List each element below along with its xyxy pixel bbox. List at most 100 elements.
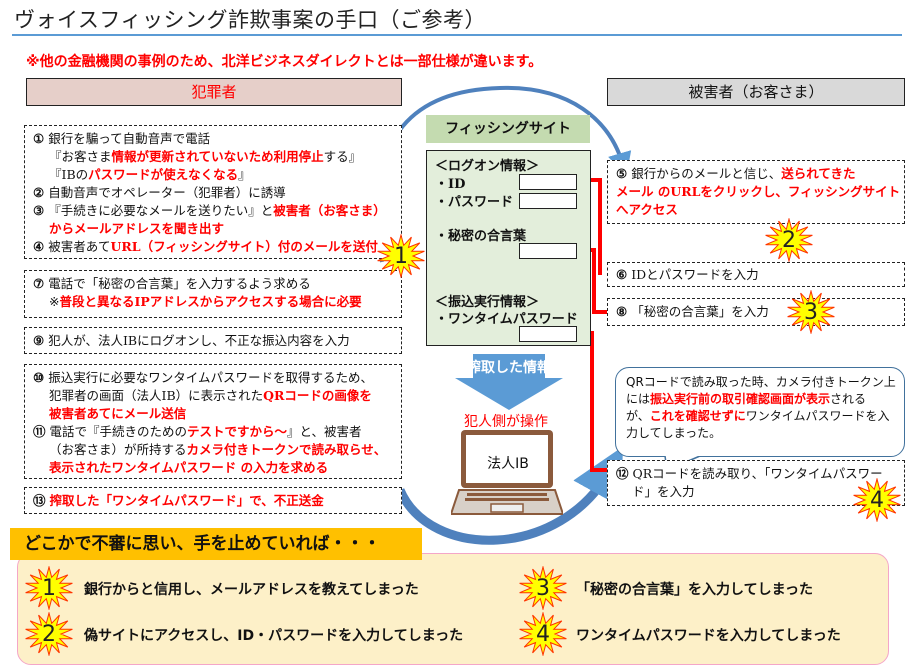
summary-item-4: ワンタイムパスワードを入力してしまった — [576, 628, 841, 644]
burst-icon — [853, 477, 901, 523]
otp-input[interactable] — [519, 326, 577, 342]
step-number: ⑨ — [33, 333, 45, 348]
summary-burst-4: 4 — [518, 611, 568, 657]
callout-text-a: QRコードで読み取った時、カメラ付きトークン上 — [626, 375, 896, 389]
step-5-text-a: 銀行からのメールと信じ、 — [631, 166, 782, 181]
burst-shape — [25, 565, 73, 611]
phishing-site-form: ＜ログオン情報＞ ・ID ・パスワード ・秘密の合言葉 ＜振込実行情報＞ ・ワン… — [426, 150, 591, 346]
step-number: ① — [33, 131, 45, 146]
password-label: ・パスワード — [435, 195, 514, 210]
notice-text: ※他の金融機関の事例のため、北洋ビジネスダイレクトとは一部仕様が違います。 — [26, 54, 543, 70]
step-9-text: 犯人が、法人IBにログオンし、不正な振込内容を入力 — [48, 333, 350, 348]
burst-number: 1 — [42, 575, 56, 601]
burst-number: 1 — [394, 243, 408, 269]
step-number: ⑪ — [33, 424, 46, 439]
burst-number: 4 — [870, 487, 884, 513]
operated-by-label: 犯人側が操作 — [464, 414, 548, 430]
logon-section-label: ＜ログオン情報＞ — [435, 159, 540, 174]
step-10-text-c: QRコードの画像を — [263, 388, 372, 403]
burst-icon — [377, 233, 425, 279]
step-number: ⑬ — [33, 493, 46, 508]
callout-text-c: 振込実行前の取引確認画面が表示 — [650, 392, 831, 406]
step-10-text-b: 犯罪者の画面（法人IB）に表示された — [49, 388, 264, 403]
burst-marker-4: 4 — [852, 477, 902, 523]
burst-number: 4 — [536, 621, 550, 647]
step-10-text-d: 被害者あてにメール送信 — [49, 406, 187, 421]
burst-shape — [765, 217, 813, 263]
id-input[interactable] — [519, 174, 577, 190]
step-11-text-c: 』と、被害者 — [287, 424, 362, 439]
step-11-text-d: （お客さま）が所持する — [49, 442, 187, 457]
burst-icon — [519, 565, 567, 611]
callout-text-e: が、 — [626, 409, 650, 423]
step-3-text-c: からメールアドレスを聞き出す — [49, 221, 225, 236]
summary-burst-2: 2 — [24, 611, 74, 657]
callout-text-b: には — [626, 392, 651, 406]
id-label: ・ID — [435, 177, 466, 192]
secret-phrase-input[interactable] — [519, 243, 577, 259]
victim-header: 被害者（お客さま） — [607, 78, 905, 106]
lower-curved-arrow — [395, 446, 624, 545]
step-3-text-b: 被害者（お客さま） — [273, 203, 386, 218]
summary-item-3: 「秘密の合言葉」を入力してしまった — [576, 582, 814, 598]
step-11-text-a: 電話で『手続きのための — [49, 424, 188, 439]
summary-banner: どこかで不審に思い、手を止めていれば・・・ — [10, 528, 422, 560]
page-title: ヴォイスフィッシング詐欺事案の手口（ご参考） — [14, 8, 486, 32]
burst-icon — [765, 217, 813, 263]
step-number: ② — [33, 185, 45, 200]
burst-icon — [25, 611, 73, 657]
step-13-text: 搾取した「ワンタイムパスワード」で、不正送金 — [49, 493, 324, 508]
step-7-note: 普段と異なるIPアドレスからアクセスする場合に必要 — [59, 294, 362, 309]
step-11-text-f: 表示されたワンタイムパスワード の入力を求める — [49, 460, 329, 475]
burst-marker-3: 3 — [786, 289, 836, 335]
step-7-text: 電話で「秘密の合言葉」を入力するよう求める — [48, 276, 311, 291]
step-4-text-a: 被害者あて — [48, 239, 111, 254]
step-number: ⑧ — [616, 304, 628, 319]
red-connector-otp — [574, 325, 610, 472]
password-input[interactable] — [519, 193, 577, 209]
step-number: ⑫ — [616, 466, 629, 481]
transfer-section-label: ＜振込実行情報＞ — [435, 295, 540, 310]
burst-marker-1: 1 — [376, 233, 426, 279]
summary-item-1: 銀行からと信用し、メールアドレスを教えてしまった — [84, 582, 419, 598]
burst-shape — [519, 565, 567, 611]
burst-number: 3 — [804, 299, 818, 325]
otp-label: ・ワンタイムパスワード — [435, 312, 578, 327]
step-11-text-b: テストですから～ — [187, 424, 288, 439]
burst-number: 2 — [42, 621, 56, 647]
step-12-text-a: QRコードを読み取り、「ワンタイムパスワー — [632, 466, 883, 481]
step-3-text-a: 『手続きに必要なメールを送りたい』と — [48, 203, 274, 218]
burst-shape — [519, 611, 567, 657]
laptop-icon — [451, 430, 563, 515]
summary-burst-1: 1 — [24, 565, 74, 611]
stolen-info-arrow — [455, 354, 563, 410]
step-number: ③ — [33, 203, 45, 218]
burst-shape — [25, 611, 73, 657]
step-10-text-a: 振込実行に必要なワンタイムパスワードを取得するため、 — [48, 370, 373, 385]
burst-marker-2: 2 — [764, 217, 814, 263]
burst-icon — [519, 611, 567, 657]
step-5-text-b: 送られてきた — [781, 166, 856, 181]
secret-phrase-label: ・秘密の合言葉 — [435, 229, 527, 244]
step-1-quote1-b: 情報が更新されていないため利用停止 — [111, 149, 324, 164]
callout-text-f: これを確認せずに — [649, 409, 746, 423]
step-8-text: 「秘密の合言葉」を入力 — [631, 304, 769, 319]
step-number: ⑤ — [616, 166, 628, 181]
step-11-text-e: カメラ付きトークンで読み取らせ、 — [186, 442, 387, 457]
step-1-quote1-a: 『お客さま — [49, 149, 112, 164]
phishing-site-title: フィッシングサイト — [426, 115, 590, 143]
step-2-text: 自動音声でオペレーター（犯罪者）に誘導 — [48, 185, 286, 200]
burst-icon — [787, 289, 835, 335]
summary-panel — [17, 553, 889, 665]
victim-step-8: ⑧「秘密の合言葉」を入力 — [607, 298, 905, 326]
step-1-text: 銀行を騙って自動音声で電話 — [48, 131, 211, 146]
summary-burst-3: 3 — [518, 565, 568, 611]
criminal-header: 犯罪者 — [26, 78, 402, 106]
callout-text-d: される — [830, 392, 867, 406]
burst-shape — [377, 233, 425, 279]
